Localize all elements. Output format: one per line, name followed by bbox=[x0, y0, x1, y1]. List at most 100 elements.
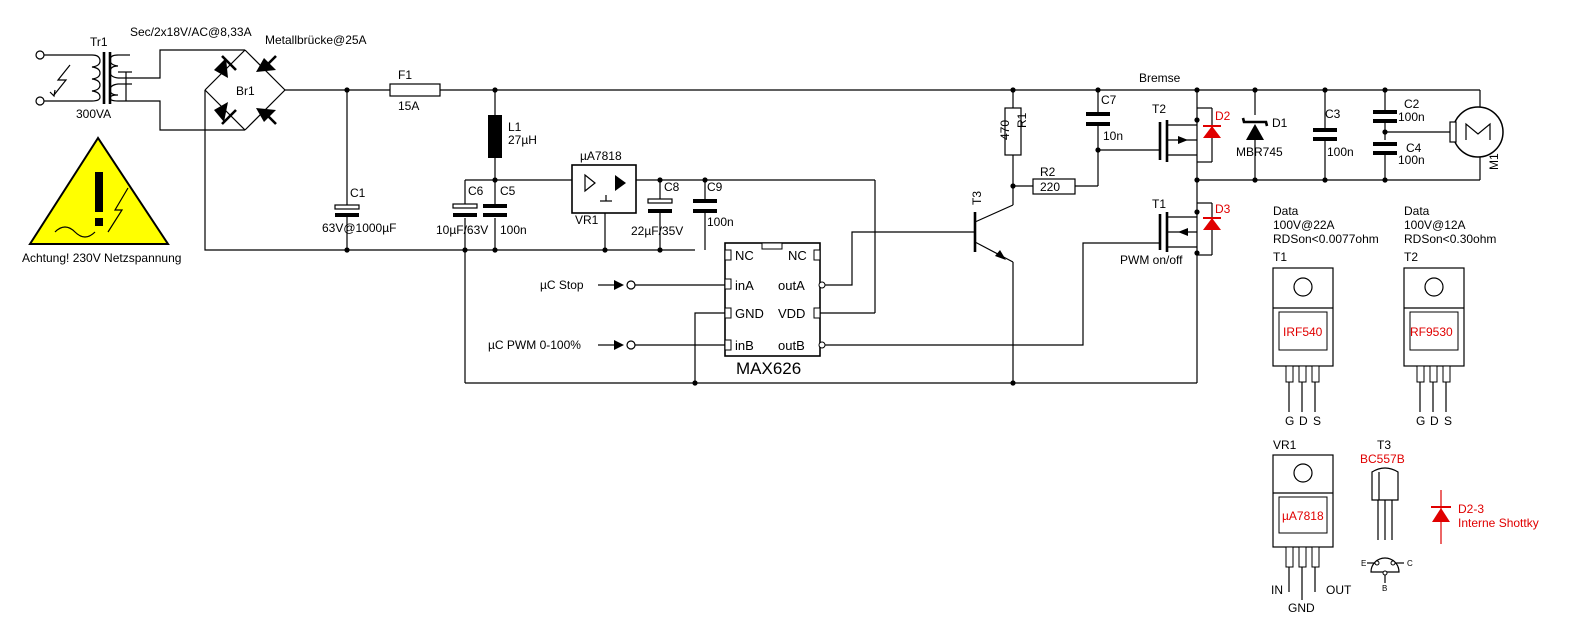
c8-label: C8 bbox=[664, 180, 680, 194]
t1-data-rds: RDSon<0.0077ohm bbox=[1273, 232, 1379, 246]
t2-part: RF9530 bbox=[1410, 325, 1453, 339]
r2-label: R2 bbox=[1040, 165, 1056, 179]
t2-pin-g: G bbox=[1416, 414, 1425, 428]
uc-inputs: µC Stop µC PWM 0-100% bbox=[488, 278, 636, 352]
c9-value: 100n bbox=[707, 215, 734, 229]
l1-value: 27µH bbox=[508, 133, 537, 147]
max626-label: MAX626 bbox=[736, 359, 801, 378]
t2-data-title: Data bbox=[1404, 204, 1430, 218]
vr1-pin-in: IN bbox=[1271, 583, 1283, 597]
transistor-t3: T3 bbox=[970, 191, 1014, 263]
t2-data-rating: 100V@12A bbox=[1404, 218, 1466, 232]
t3-pin-e: E bbox=[1361, 559, 1366, 568]
capacitor-c1: C1 63V@1000µF bbox=[322, 186, 396, 235]
capacitor-c7: C7 10n bbox=[1086, 93, 1123, 143]
r2-value: 220 bbox=[1040, 180, 1060, 194]
max626-pin-outb: outB bbox=[778, 338, 805, 353]
vr1-pin-gnd: GND bbox=[1288, 601, 1315, 615]
max626-pin-nc-left: NC bbox=[735, 248, 754, 263]
c2-value: 100n bbox=[1398, 110, 1425, 124]
t2-data-rds: RDSon<0.30ohm bbox=[1404, 232, 1496, 246]
max626-pin-ina: inA bbox=[735, 278, 754, 293]
t3-pin-c: C bbox=[1407, 559, 1413, 568]
t1-data-rating: 100V@22A bbox=[1273, 218, 1335, 232]
capacitor-c9: C9 100n bbox=[693, 180, 734, 229]
t2-label: T2 bbox=[1152, 102, 1166, 116]
t2-pin-s: S bbox=[1444, 414, 1452, 428]
r1-label: R1 bbox=[1015, 112, 1029, 128]
c6-value: 10µF/63V bbox=[436, 223, 488, 237]
d3-label: D3 bbox=[1215, 202, 1231, 216]
t2-pin-d: D bbox=[1430, 414, 1439, 428]
max626-pin-inb: inB bbox=[735, 338, 754, 353]
motor-m1: M1 bbox=[1449, 106, 1504, 170]
capacitor-c8: C8 22µF/35V bbox=[631, 180, 683, 238]
t1-part: IRF540 bbox=[1283, 325, 1323, 339]
diode-d1: D1 MBR745 bbox=[1236, 116, 1288, 159]
c7-value: 10n bbox=[1103, 129, 1123, 143]
c4-value: 100n bbox=[1398, 153, 1425, 167]
br1-label: Br1 bbox=[236, 84, 255, 98]
pwm-onoff-label: PWM on/off bbox=[1120, 253, 1183, 267]
warning-sign: Achtung! 230V Netzspannung bbox=[22, 136, 181, 265]
bridge-label: Metallbrücke@25A bbox=[265, 33, 367, 47]
vr1-top-label: µA7818 bbox=[580, 149, 622, 163]
c1-value: 63V@1000µF bbox=[322, 221, 396, 235]
inductor-l1: L1 27µH bbox=[488, 115, 537, 158]
r1-value: 470 bbox=[998, 120, 1012, 140]
c7-label: C7 bbox=[1101, 93, 1117, 107]
t1-data-title: Data bbox=[1273, 204, 1299, 218]
t1-pin-g: G bbox=[1285, 414, 1294, 428]
legend-t3-label: T3 bbox=[1377, 438, 1391, 452]
t3-part: BC557B bbox=[1360, 452, 1405, 466]
tr1-label: Tr1 bbox=[90, 35, 108, 49]
f1-label: F1 bbox=[398, 68, 412, 82]
wiring bbox=[35, 49, 1481, 386]
l1-label: L1 bbox=[508, 120, 522, 134]
max626-pin-gnd: GND bbox=[735, 306, 764, 321]
vr1-pin-out: OUT bbox=[1326, 583, 1352, 597]
vr1-label: VR1 bbox=[575, 213, 599, 227]
capacitor-c2: C2 100n bbox=[1373, 97, 1425, 124]
t1-label: T1 bbox=[1152, 197, 1166, 211]
t1-pin-s: S bbox=[1313, 414, 1321, 428]
driver-max626: NC NC inA outA GND VDD inB outB MAX626 bbox=[724, 242, 826, 378]
capacitor-c5: C5 100n bbox=[483, 184, 527, 237]
c3-label: C3 bbox=[1325, 107, 1341, 121]
d1-label: D1 bbox=[1272, 116, 1288, 130]
bridge-rectifier-br1: Metallbrücke@25A Br1 bbox=[204, 33, 367, 131]
c3-value: 100n bbox=[1327, 145, 1354, 159]
resistor-r1: 470 R1 bbox=[998, 107, 1029, 156]
vr1-part: µA7818 bbox=[1282, 509, 1324, 523]
warning-text: Achtung! 230V Netzspannung bbox=[22, 251, 181, 265]
legend-t3: T3 BC557B E C B bbox=[1360, 438, 1413, 593]
c9-label: C9 bbox=[707, 180, 723, 194]
motor-icon bbox=[1452, 106, 1504, 158]
legend-t1-label: T1 bbox=[1273, 250, 1287, 264]
d1-value: MBR745 bbox=[1236, 145, 1283, 159]
bremse-label: Bremse bbox=[1139, 71, 1181, 85]
m1-label: M1 bbox=[1487, 153, 1501, 170]
c8-value: 22µF/35V bbox=[631, 224, 683, 238]
mosfet-t2: T2 D2 bbox=[1152, 102, 1231, 163]
c6-label: C6 bbox=[468, 184, 484, 198]
transformer-tr1: Tr1 300VA Sec/2x18V/AC@8,33A bbox=[49, 25, 252, 121]
legend-vr1: VR1 µA7818 IN GND OUT bbox=[1271, 438, 1352, 615]
c2-label: C2 bbox=[1404, 97, 1420, 111]
t1-pin-d: D bbox=[1299, 414, 1308, 428]
tr1-power: 300VA bbox=[76, 107, 111, 121]
max626-pin-outa: outA bbox=[778, 278, 805, 293]
d23-desc: Interne Shottky bbox=[1458, 516, 1539, 530]
legend-t2: Data 100V@12A RDSon<0.30ohm T2 RF9530 G … bbox=[1403, 204, 1496, 428]
uc-stop-label: µC Stop bbox=[540, 278, 584, 292]
d2-label: D2 bbox=[1215, 109, 1231, 123]
f1-value: 15A bbox=[398, 99, 419, 113]
mosfet-t1: T1 D3 PWM on/off bbox=[1120, 197, 1231, 267]
legend-t2-label: T2 bbox=[1404, 250, 1418, 264]
c1-label: C1 bbox=[350, 186, 366, 200]
t3-label: T3 bbox=[970, 191, 984, 205]
max626-pin-vdd: VDD bbox=[778, 306, 805, 321]
c5-value: 100n bbox=[500, 223, 527, 237]
resistor-r2: R2 220 bbox=[1032, 165, 1076, 195]
